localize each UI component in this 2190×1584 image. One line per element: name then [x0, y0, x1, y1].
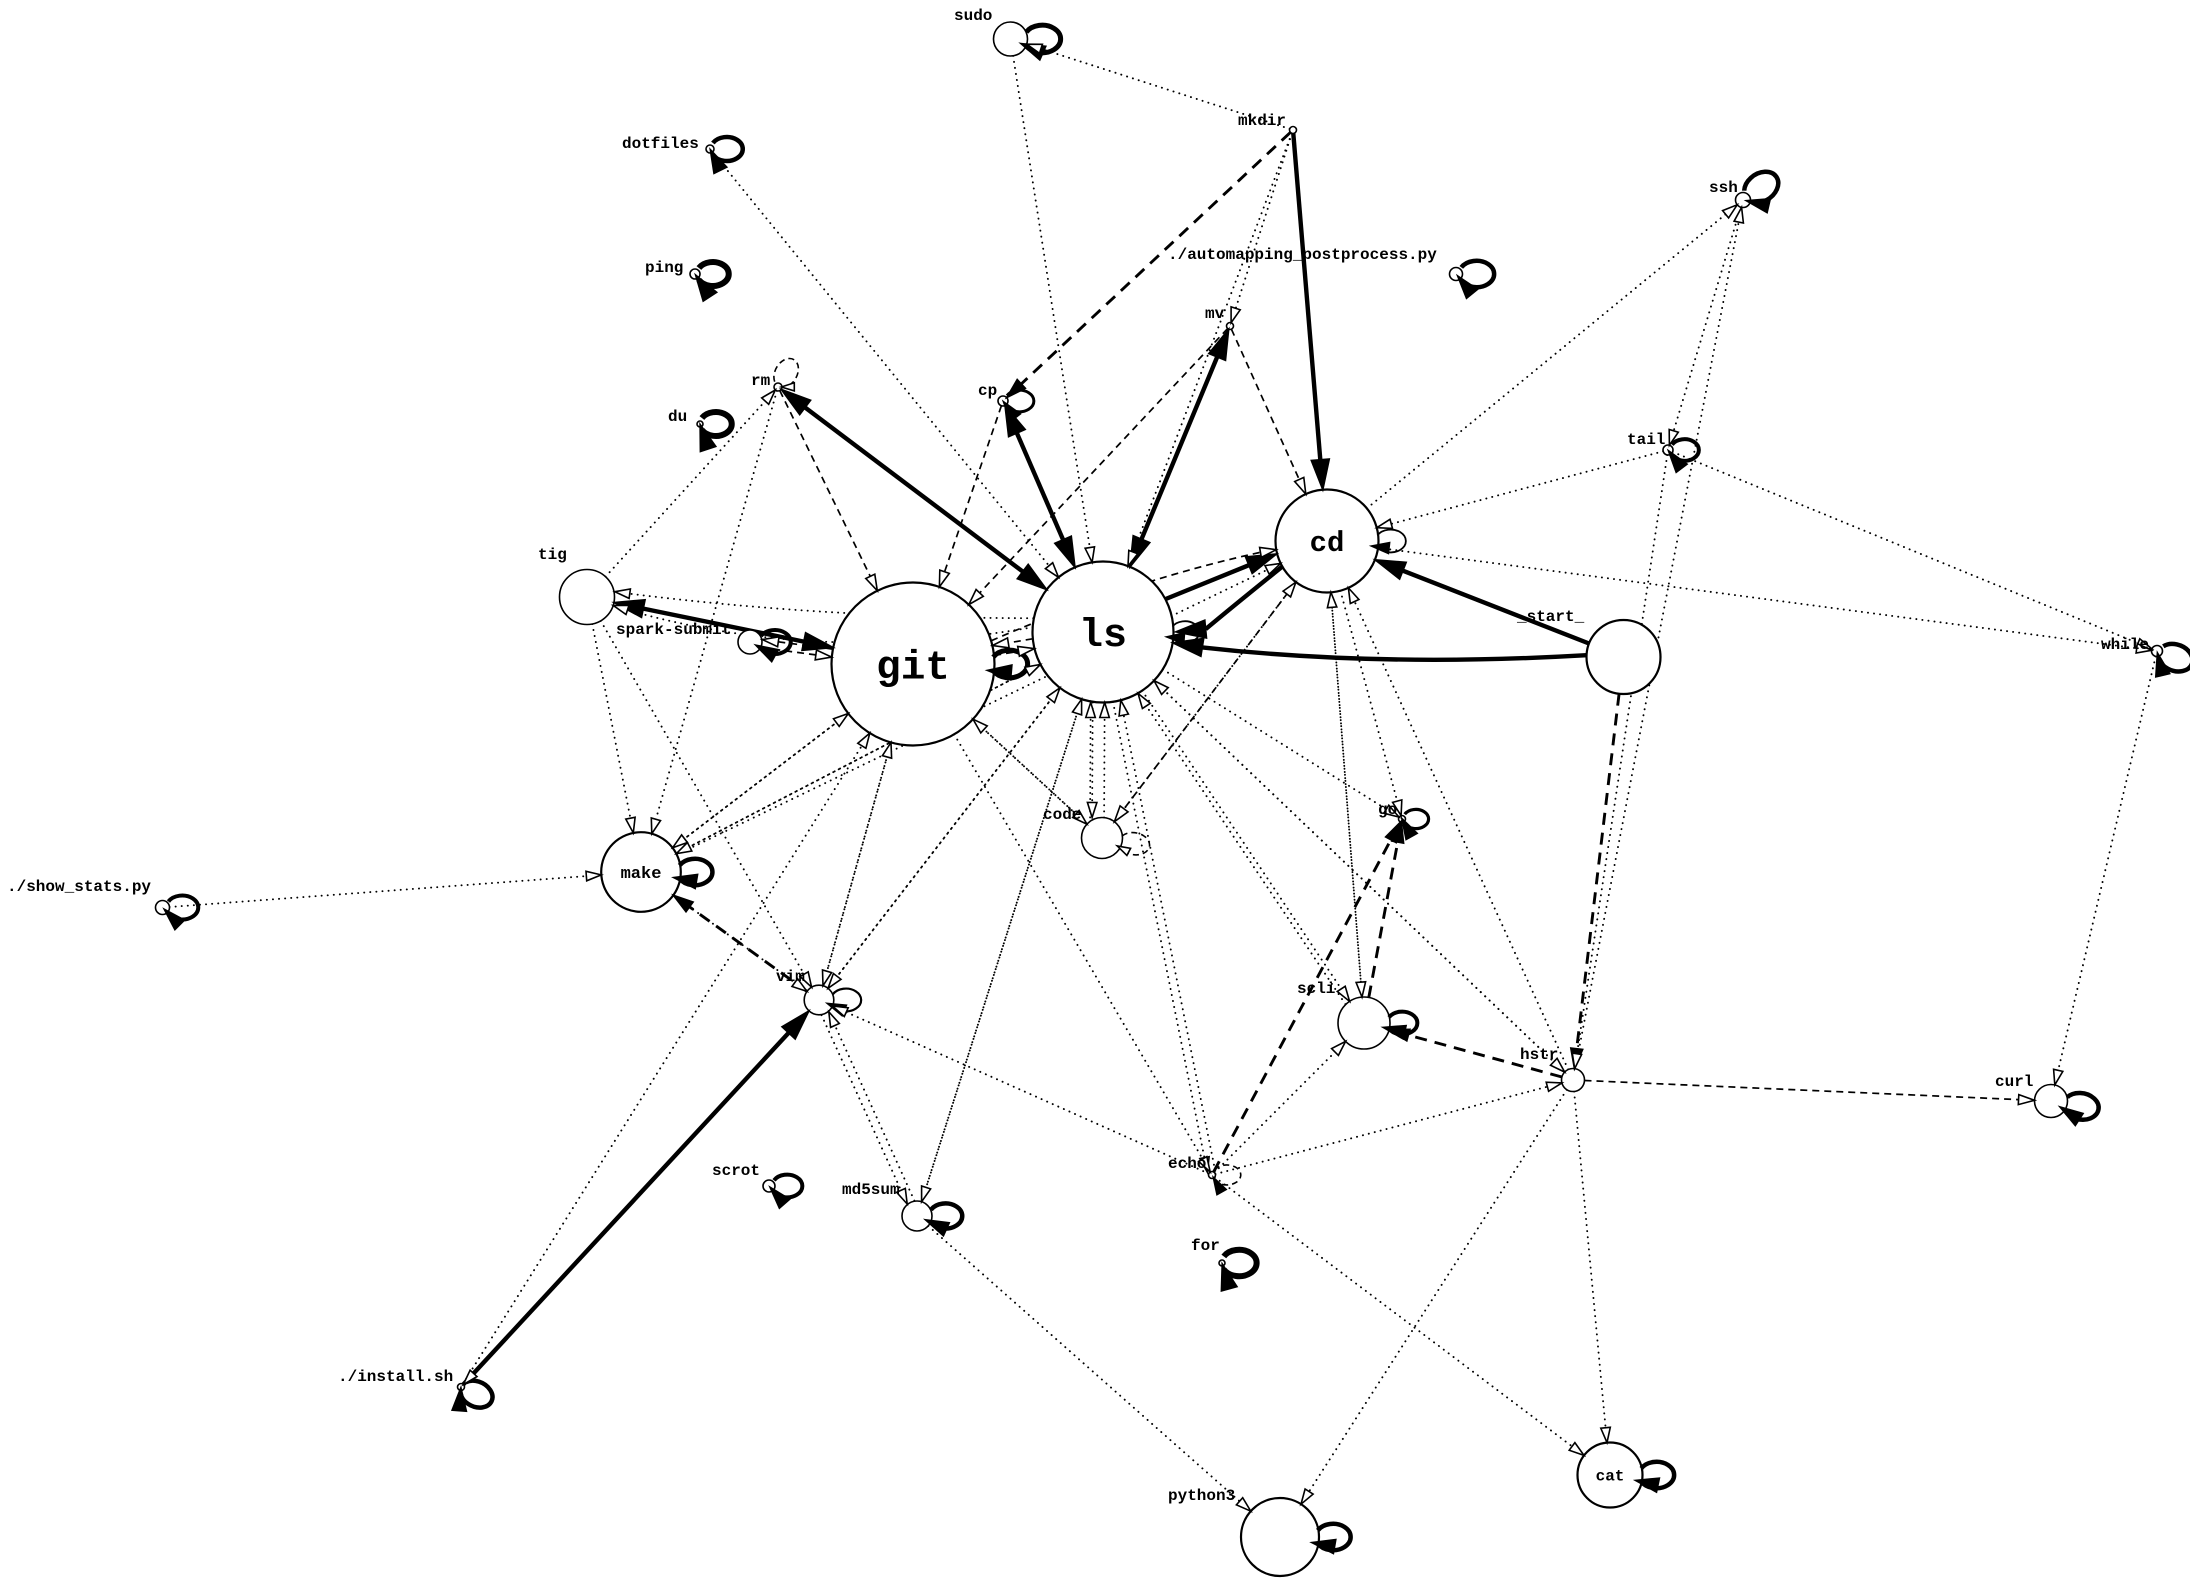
- svg-text:mkdir: mkdir: [1238, 112, 1286, 130]
- svg-text:make: make: [621, 865, 662, 884]
- svg-text:ssh: ssh: [1709, 179, 1738, 197]
- svg-text:code: code: [1043, 806, 1081, 824]
- svg-text:vim: vim: [776, 968, 805, 986]
- svg-text:while: while: [2101, 636, 2149, 654]
- svg-text:./install.sh: ./install.sh: [338, 1368, 453, 1386]
- svg-text:git: git: [876, 645, 950, 691]
- svg-text:tail: tail: [1627, 431, 1665, 449]
- svg-text:cat: cat: [1596, 1468, 1625, 1486]
- svg-text:ping: ping: [645, 259, 683, 277]
- svg-text:tig: tig: [538, 546, 567, 564]
- svg-text:cp: cp: [978, 382, 997, 400]
- svg-text:curl: curl: [1995, 1073, 2033, 1091]
- svg-text:md5sum: md5sum: [842, 1181, 900, 1199]
- svg-text:ls: ls: [1079, 614, 1127, 659]
- svg-text:go: go: [1378, 801, 1397, 819]
- svg-text:scli: scli: [1297, 980, 1335, 998]
- svg-text:spark-submit: spark-submit: [616, 621, 731, 639]
- svg-text:./show_stats.py: ./show_stats.py: [7, 878, 151, 896]
- svg-text:rm: rm: [751, 372, 771, 390]
- svg-text:dotfiles: dotfiles: [622, 135, 699, 153]
- svg-text:./automapping_postprocess.py: ./automapping_postprocess.py: [1168, 246, 1437, 264]
- svg-text:du: du: [668, 408, 687, 426]
- svg-text:for: for: [1191, 1237, 1220, 1255]
- svg-text:python3: python3: [1168, 1487, 1235, 1505]
- svg-text:cd: cd: [1310, 527, 1345, 560]
- svg-text:echo: echo: [1168, 1155, 1206, 1173]
- svg-text:hstr: hstr: [1520, 1046, 1558, 1064]
- svg-text:sudo: sudo: [954, 7, 992, 25]
- svg-text:mv: mv: [1205, 305, 1225, 323]
- svg-text:scrot: scrot: [712, 1162, 760, 1180]
- svg-text:_start_: _start_: [1516, 608, 1585, 626]
